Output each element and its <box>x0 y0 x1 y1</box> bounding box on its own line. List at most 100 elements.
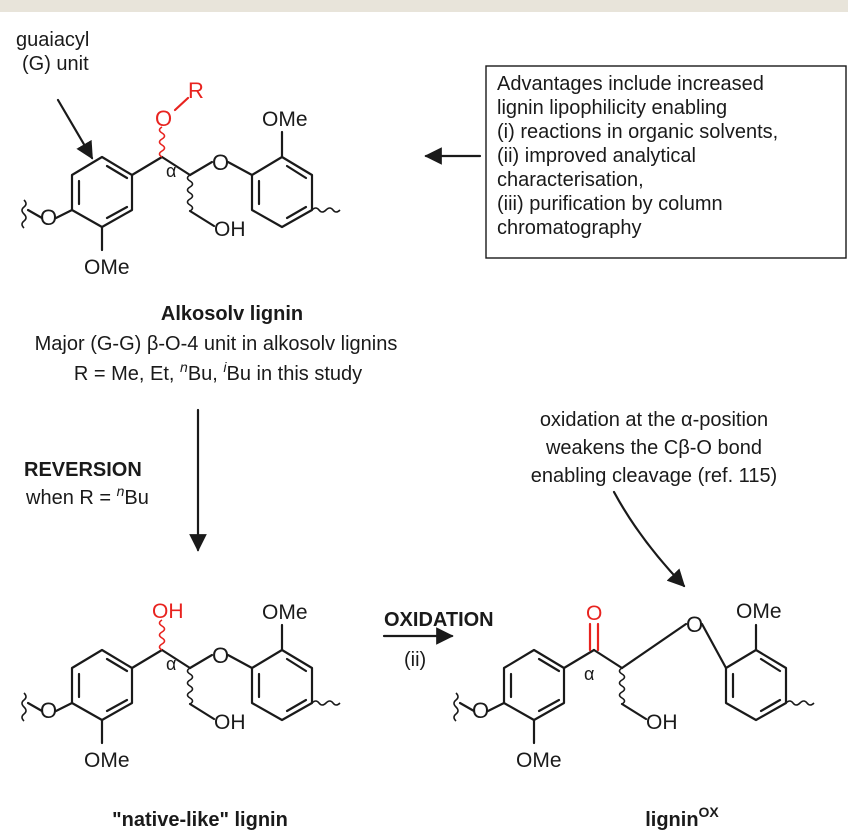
note-pointer-arrow <box>612 490 686 588</box>
native-aryl-o-bond <box>54 701 74 713</box>
ox-left-double-3 <box>537 698 561 713</box>
ether-ring-bond <box>226 160 254 177</box>
ox-right-ome: OMe <box>736 600 782 623</box>
ox-aryl-oxygen: O <box>472 698 489 723</box>
g-unit-label: (G) unit <box>22 53 89 75</box>
oxidation-note-line-2: weakens the Cβ-O bond <box>545 437 762 459</box>
left-ring-double-3 <box>105 205 129 220</box>
ox-left-wavy <box>453 692 459 722</box>
ether-oxygen: O <box>212 150 229 175</box>
left-ring-double-2 <box>105 164 129 180</box>
advantages-line-7: chromatography <box>497 217 642 239</box>
beta-ch2-wavy <box>186 174 194 212</box>
r-definition: R = Me, Et, nBu, iBu in this study <box>74 359 362 385</box>
oxidation-note-line-1: oxidation at the α-position <box>540 409 768 431</box>
alpha-o-wavy <box>158 126 166 158</box>
native-ch2-oh <box>188 702 216 721</box>
alpha-beta-bond <box>160 155 192 177</box>
ox-aryl-o-link <box>458 701 476 713</box>
ox-right-double-3 <box>759 698 782 713</box>
left-ome-label: OMe <box>84 256 130 279</box>
ox-carbonyl-oxygen: O <box>586 602 602 625</box>
hydroxyl-label: OH <box>214 218 246 241</box>
native-beta-ether <box>188 653 214 670</box>
advantages-line-6: (iii) purification by column <box>497 193 723 215</box>
advantages-line-4: (ii) improved analytical <box>497 145 696 167</box>
native-right-double-2 <box>285 657 308 673</box>
left-ring <box>70 155 134 229</box>
ox-right-ring <box>724 648 788 722</box>
top-border <box>0 0 848 12</box>
r-group: R <box>188 78 204 103</box>
native-ether-ring <box>226 653 254 670</box>
native-aryl-oxygen: O <box>40 698 57 723</box>
ox-beta-wavy <box>618 667 626 705</box>
ox-right-double-2 <box>759 657 782 673</box>
ox-left-ring <box>502 648 566 722</box>
oxidation-label: OXIDATION <box>384 609 494 631</box>
ox-alpha-label: α <box>584 664 594 684</box>
native-alpha-oh: OH <box>152 600 184 623</box>
ligninox-title: ligninOX <box>645 804 719 831</box>
native-title: "native-like" lignin <box>112 809 288 831</box>
ox-left-double-2 <box>537 657 561 673</box>
right-ring-double-3 <box>285 205 308 220</box>
ligninox-structure: O α O OMe OH O OMe <box>453 600 815 772</box>
native-left-double-3 <box>105 698 129 713</box>
ox-aryl-o-bond <box>486 701 506 713</box>
aryl-o-bond <box>54 208 74 220</box>
left-wavy-bond <box>21 199 27 229</box>
native-structure: OH α O OMe OH O OMe <box>21 600 341 772</box>
native-left-double-2 <box>105 657 129 673</box>
right-ring <box>250 155 314 229</box>
ox-left-ome: OMe <box>516 749 562 772</box>
advantages-line-2: lignin lipophilicity enabling <box>497 97 728 119</box>
native-right-wavy <box>311 700 341 706</box>
native-alpha-beta <box>160 648 192 670</box>
native-left-ome: OMe <box>84 749 130 772</box>
advantages-line-5: characterisation, <box>497 169 644 191</box>
guaiacyl-pointer-arrow <box>56 98 94 160</box>
native-left-ring <box>70 648 134 722</box>
native-ring-alpha <box>130 648 164 670</box>
advantages-box <box>485 65 847 259</box>
beta-ether-bond <box>188 160 214 177</box>
advantages-text: Advantages include increased lignin lipo… <box>497 72 847 240</box>
ox-carbonyl-beta <box>592 648 624 670</box>
ox-hydroxyl: OH <box>646 711 678 734</box>
reversion-condition: when R = nBu <box>25 483 149 509</box>
ring-alpha-bond <box>130 155 164 177</box>
ox-ch2-oh <box>620 702 648 721</box>
aryl-o-wavy-link <box>26 208 44 220</box>
native-hydroxyl: OH <box>214 711 246 734</box>
ch2-oh-bond <box>188 209 216 228</box>
native-beta-wavy <box>186 667 194 705</box>
ox-ether-oxygen: O <box>686 612 703 637</box>
right-ring-double-2 <box>285 164 308 180</box>
right-ome-label: OMe <box>262 108 308 131</box>
native-right-double-3 <box>285 698 308 713</box>
ox-right-wavy <box>785 700 815 706</box>
oxidation-condition: (ii) <box>404 649 426 671</box>
alpha-label: α <box>166 161 176 181</box>
oxidation-note-line-3: enabling cleavage (ref. 115) <box>531 465 777 487</box>
advantages-line-1: Advantages include increased <box>497 73 764 95</box>
o-r-bond <box>173 96 190 112</box>
advantages-line-3: (i) reactions in organic solvents, <box>497 121 779 143</box>
guaiacyl-label: guaiacyl <box>16 29 89 51</box>
native-right-ome: OMe <box>262 601 308 624</box>
right-wavy-bond <box>311 207 341 213</box>
ox-beta-ether <box>620 622 688 670</box>
alkosolv-title: Alkosolv lignin <box>161 303 303 325</box>
native-left-wavy <box>21 692 27 722</box>
native-aryl-o-link <box>26 701 44 713</box>
alpha-oxygen: O <box>155 106 172 131</box>
ox-ether-ring <box>700 622 728 670</box>
aryl-oxygen: O <box>40 205 57 230</box>
ox-ring-carbonyl <box>562 648 596 670</box>
native-alpha-label: α <box>166 654 176 674</box>
native-ether-oxygen: O <box>212 643 229 668</box>
native-alpha-oh-wavy <box>158 619 166 651</box>
